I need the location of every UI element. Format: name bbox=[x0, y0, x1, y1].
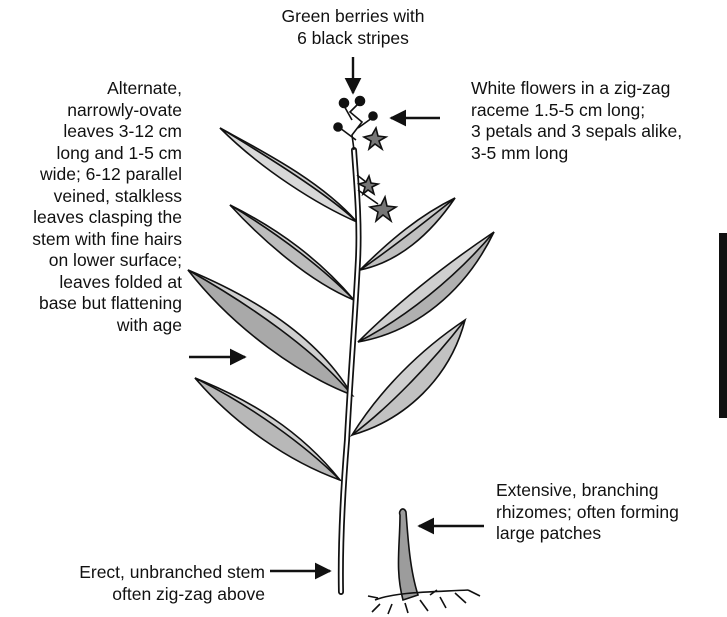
berry bbox=[369, 112, 377, 120]
berry bbox=[334, 123, 342, 131]
berry bbox=[340, 99, 349, 108]
rhizome bbox=[368, 509, 480, 614]
leaves-group bbox=[188, 128, 494, 480]
berry bbox=[356, 97, 365, 106]
edge-bar bbox=[719, 233, 727, 418]
flower bbox=[364, 128, 386, 149]
raceme bbox=[334, 97, 396, 222]
leaf-right-mid bbox=[358, 232, 494, 342]
